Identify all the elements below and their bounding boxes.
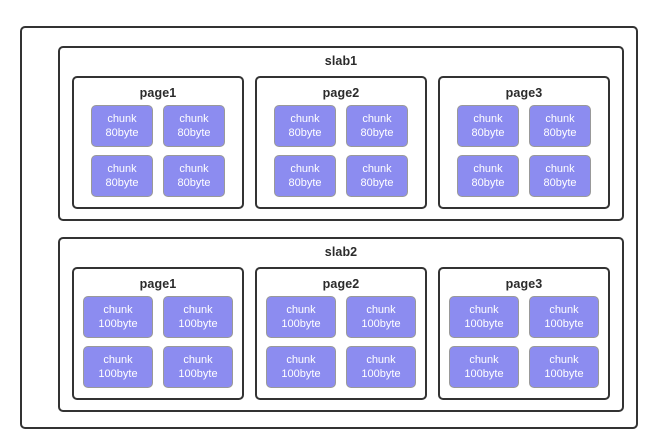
chunk-name: chunk <box>473 163 503 175</box>
chunk-size: 100byte <box>544 368 584 380</box>
chunk-block: chunk 100byte <box>529 346 599 388</box>
chunk-grid: chunk 100byte chunk 100byte chunk 100byt… <box>449 296 599 388</box>
chunk-size: 80byte <box>288 127 322 139</box>
chunk-block: chunk 100byte <box>266 296 336 338</box>
page-box: page1 chunk 100byte chunk 100byte chunk <box>72 267 244 400</box>
chunk-block: chunk 80byte <box>529 105 591 147</box>
chunk-name: chunk <box>183 304 213 316</box>
page-label: page2 <box>322 277 360 291</box>
page-box: page3 chunk 100byte chunk 100byte chunk <box>438 267 610 400</box>
chunk-size: 100byte <box>361 318 401 330</box>
chunk-size: 100byte <box>281 368 321 380</box>
slab-label: slab1 <box>324 54 358 68</box>
pages-row: page1 chunk 80byte chunk 80byte chunk 80 <box>72 76 610 209</box>
chunk-grid: chunk 100byte chunk 100byte chunk 100byt… <box>83 296 233 388</box>
chunk-size: 80byte <box>177 127 211 139</box>
chunk-name: chunk <box>290 113 320 125</box>
chunk-name: chunk <box>469 304 499 316</box>
chunk-block: chunk 80byte <box>163 105 225 147</box>
chunk-block: chunk 100byte <box>529 296 599 338</box>
page-box: page2 chunk 100byte chunk 100byte chunk <box>255 267 427 400</box>
chunk-grid: chunk 100byte chunk 100byte chunk 100byt… <box>266 296 416 388</box>
slab-label: slab2 <box>324 245 358 259</box>
chunk-name: chunk <box>549 304 579 316</box>
chunk-name: chunk <box>107 163 137 175</box>
chunk-size: 80byte <box>360 177 394 189</box>
chunk-name: chunk <box>545 113 575 125</box>
memory-container: slab1 page1 chunk 80byte chunk 80byte <box>20 26 638 429</box>
chunk-block: chunk 80byte <box>457 105 519 147</box>
chunk-size: 80byte <box>177 177 211 189</box>
page-label: page3 <box>505 86 543 100</box>
chunk-size: 100byte <box>178 368 218 380</box>
slab-box-2: slab2 page1 chunk 100byte chunk 100byte <box>58 237 624 412</box>
chunk-name: chunk <box>103 304 133 316</box>
chunk-block: chunk 80byte <box>346 105 408 147</box>
chunk-name: chunk <box>362 113 392 125</box>
chunk-size: 100byte <box>544 318 584 330</box>
chunk-size: 100byte <box>178 318 218 330</box>
chunk-name: chunk <box>366 304 396 316</box>
chunk-size: 80byte <box>543 127 577 139</box>
chunk-block: chunk 100byte <box>83 346 153 388</box>
chunk-block: chunk 100byte <box>163 346 233 388</box>
chunk-name: chunk <box>545 163 575 175</box>
chunk-size: 100byte <box>361 368 401 380</box>
chunk-size: 80byte <box>105 177 139 189</box>
chunk-block: chunk 100byte <box>266 346 336 388</box>
chunk-grid: chunk 80byte chunk 80byte chunk 80byte <box>457 105 591 197</box>
chunk-name: chunk <box>179 113 209 125</box>
chunk-name: chunk <box>286 304 316 316</box>
chunk-size: 80byte <box>105 127 139 139</box>
chunk-name: chunk <box>107 113 137 125</box>
chunk-block: chunk 80byte <box>346 155 408 197</box>
chunk-size: 80byte <box>288 177 322 189</box>
chunk-size: 80byte <box>360 127 394 139</box>
chunk-block: chunk 100byte <box>346 296 416 338</box>
chunk-size: 100byte <box>98 368 138 380</box>
chunk-name: chunk <box>290 163 320 175</box>
chunk-block: chunk 80byte <box>91 105 153 147</box>
chunk-name: chunk <box>183 354 213 366</box>
chunk-size: 100byte <box>464 368 504 380</box>
chunk-block: chunk 80byte <box>457 155 519 197</box>
chunk-name: chunk <box>103 354 133 366</box>
page-box: page3 chunk 80byte chunk 80byte chunk 80 <box>438 76 610 209</box>
chunk-block: chunk 100byte <box>449 296 519 338</box>
page-label: page1 <box>139 277 177 291</box>
chunk-block: chunk 80byte <box>529 155 591 197</box>
chunk-name: chunk <box>286 354 316 366</box>
chunk-size: 80byte <box>471 177 505 189</box>
chunk-size: 80byte <box>471 127 505 139</box>
chunk-grid: chunk 80byte chunk 80byte chunk 80byte <box>274 105 408 197</box>
chunk-block: chunk 100byte <box>163 296 233 338</box>
page-label: page1 <box>139 86 177 100</box>
pages-row: page1 chunk 100byte chunk 100byte chunk <box>72 267 610 400</box>
chunk-block: chunk 100byte <box>83 296 153 338</box>
chunk-name: chunk <box>469 354 499 366</box>
chunk-block: chunk 80byte <box>274 155 336 197</box>
page-label: page3 <box>505 277 543 291</box>
chunk-name: chunk <box>549 354 579 366</box>
chunk-block: chunk 80byte <box>163 155 225 197</box>
page-box: page2 chunk 80byte chunk 80byte chunk 80 <box>255 76 427 209</box>
chunk-name: chunk <box>473 113 503 125</box>
chunk-size: 100byte <box>281 318 321 330</box>
chunk-size: 80byte <box>543 177 577 189</box>
chunk-size: 100byte <box>98 318 138 330</box>
page-label: page2 <box>322 86 360 100</box>
chunk-size: 100byte <box>464 318 504 330</box>
chunk-name: chunk <box>179 163 209 175</box>
chunk-grid: chunk 80byte chunk 80byte chunk 80byte <box>91 105 225 197</box>
chunk-name: chunk <box>362 163 392 175</box>
slab-box-1: slab1 page1 chunk 80byte chunk 80byte <box>58 46 624 221</box>
chunk-block: chunk 100byte <box>346 346 416 388</box>
chunk-block: chunk 100byte <box>449 346 519 388</box>
chunk-name: chunk <box>366 354 396 366</box>
chunk-block: chunk 80byte <box>91 155 153 197</box>
page-box: page1 chunk 80byte chunk 80byte chunk 80 <box>72 76 244 209</box>
chunk-block: chunk 80byte <box>274 105 336 147</box>
